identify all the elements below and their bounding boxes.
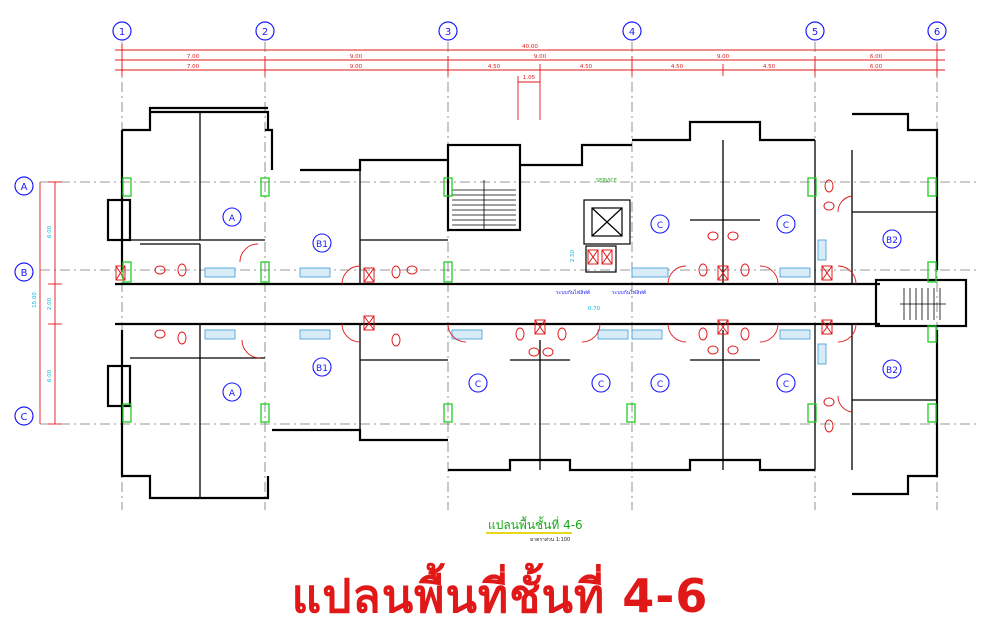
grid-bubble-2 xyxy=(255,21,275,41)
title-underline xyxy=(486,532,572,534)
grid-label-4: 4 xyxy=(629,27,635,38)
dim-r2-4: 4.50 xyxy=(580,64,593,70)
grid-label-c: C xyxy=(21,412,28,423)
unit-label: C xyxy=(657,221,663,231)
dim-vertical-2: 2.00 xyxy=(47,297,53,310)
dim-r1-1: 7.00 xyxy=(187,54,200,60)
lift-note-right: ระบบกันไฟลิฟต์ xyxy=(612,289,646,296)
unit-label: B1 xyxy=(316,240,328,250)
dim-r1-4: 9.00 xyxy=(717,54,730,60)
column-bubbles xyxy=(14,21,947,426)
dim-r1-2: 9.00 xyxy=(350,54,363,60)
interior-walls xyxy=(130,112,937,498)
scale-note: มาตราส่วน 1:100 xyxy=(530,537,571,543)
toilet-fixtures xyxy=(154,179,835,433)
drawing-title: แปลนพื้นชั้นที่ 4-6 xyxy=(488,518,583,532)
sink-counters xyxy=(204,239,827,365)
grid-bubble-4 xyxy=(622,21,642,41)
grid-label-1: 1 xyxy=(119,27,125,38)
lift-core xyxy=(583,199,631,273)
dim-r1-3: 9.00 xyxy=(534,54,547,60)
unit-label: B2 xyxy=(886,236,898,246)
unit-label: C xyxy=(475,380,481,390)
unit-label: B1 xyxy=(316,364,328,374)
unit-label: C xyxy=(657,380,663,390)
page-title: แปลนพื้นที่ชั้นที่ 4-6 xyxy=(291,569,709,623)
grid-bubble-5 xyxy=(805,21,825,41)
dim-vertical-total: 15.00 xyxy=(32,292,38,308)
dimension-lines xyxy=(39,44,945,425)
grid-label-3: 3 xyxy=(445,27,451,38)
unit-tags xyxy=(222,207,902,402)
dim-r2-7: 6.00 xyxy=(870,64,883,70)
dim-vertical-3: 6.00 xyxy=(47,369,53,382)
grid-label-b: B xyxy=(21,268,28,279)
dim-overall: 40.00 xyxy=(522,44,538,50)
exterior-walls xyxy=(106,106,968,500)
grid-bubble-6 xyxy=(927,21,947,41)
unit-label: C xyxy=(783,221,789,231)
grid-label-2: 2 xyxy=(262,27,268,38)
dim-r2-2: 9.00 xyxy=(350,64,363,70)
dim-stair-1: 2.50 xyxy=(570,249,576,262)
dim-vertical-1: 6.00 xyxy=(47,225,53,238)
unit-label: C xyxy=(783,380,789,390)
service-label: SERVICE xyxy=(596,178,617,184)
dim-r2-3: 4.50 xyxy=(488,64,501,70)
door-swings xyxy=(239,195,857,413)
unit-label: A xyxy=(229,389,236,399)
dim-r2-1: 7.00 xyxy=(187,64,200,70)
windows xyxy=(122,177,937,423)
dim-r2-5: 4.50 xyxy=(671,64,684,70)
unit-label: B2 xyxy=(886,366,898,376)
grid-bubble-b xyxy=(14,262,34,282)
dim-r1-5: 6.00 xyxy=(870,54,883,60)
grid-label-a: A xyxy=(21,182,28,193)
unit-label: A xyxy=(229,214,236,224)
lift-note-left: ระบบกันไฟลิฟต์ xyxy=(556,289,590,296)
grid-label-6: 6 xyxy=(934,27,940,38)
red-cross-marks xyxy=(115,249,833,335)
unit-label: C xyxy=(598,380,604,390)
grid-bubble-1 xyxy=(112,21,132,41)
grid-label-5: 5 xyxy=(812,27,818,38)
dim-r2-6: 4.50 xyxy=(763,64,776,70)
grid-bubble-a xyxy=(14,176,34,196)
grid-bubble-c xyxy=(14,406,34,426)
dim-small: 1.05 xyxy=(523,75,536,81)
dim-stair-2: 0.70 xyxy=(588,306,601,312)
grid-bubble-3 xyxy=(438,21,458,41)
stair-treads xyxy=(452,180,946,320)
